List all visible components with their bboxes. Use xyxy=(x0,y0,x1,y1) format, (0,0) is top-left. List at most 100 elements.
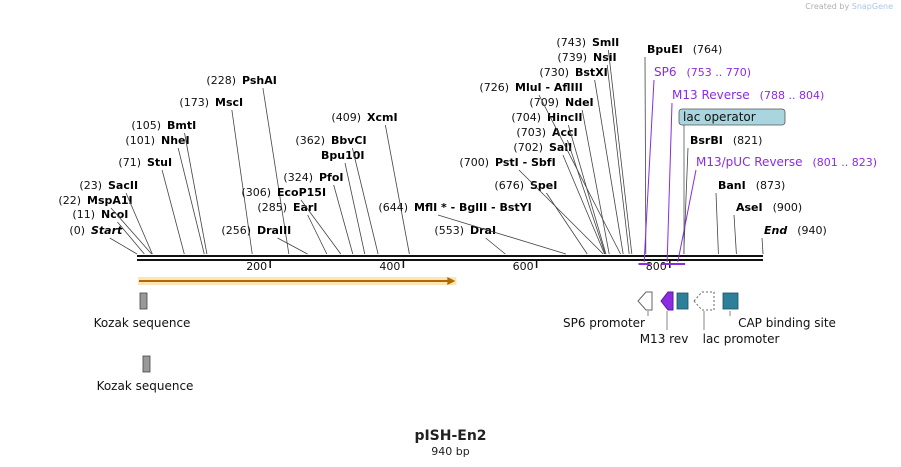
feature-lac-operator-box[interactable] xyxy=(676,292,689,310)
site-nsii[interactable]: (739)NsiI xyxy=(557,51,630,255)
site-smli[interactable]: (743) SmlI xyxy=(556,36,633,255)
site-position: (743) xyxy=(556,36,586,49)
site-position: (306) xyxy=(241,186,271,199)
site-position: (644) xyxy=(378,201,408,214)
site-psti-sbfi[interactable]: (700)PstI - SbfI xyxy=(459,156,604,255)
site-bmti[interactable]: (105)BmtI xyxy=(131,119,208,255)
lac-operator-box xyxy=(678,108,786,126)
site-name: MspA1I xyxy=(87,194,133,207)
sp6-promoter-arrow xyxy=(637,291,653,311)
lac-promoter-arrow xyxy=(693,291,715,311)
site-leader-line xyxy=(307,214,328,255)
site-leader-line xyxy=(567,139,606,255)
site-name: PstI - SbfI xyxy=(495,156,556,169)
site-position: (821) xyxy=(733,134,763,147)
site-name: MluI - AflIII xyxy=(515,81,583,94)
feature-kozak-sequence-2[interactable]: Kozak sequence xyxy=(97,355,194,393)
site-name: Start xyxy=(91,224,123,237)
site-name: PshAI xyxy=(242,74,277,87)
site-position: (22) xyxy=(58,194,81,207)
primer-m13-reverse[interactable]: M13 Reverse (788 .. 804) xyxy=(661,88,825,265)
site-ndei[interactable]: (709)NdeI xyxy=(529,96,610,255)
lac-operator-label: lac operator xyxy=(683,110,756,124)
site-mfli-bglii-bstyi[interactable]: (644)MflI * - BglII - BstYI xyxy=(378,201,567,255)
site-leader-line xyxy=(644,56,647,255)
site-name: NheI xyxy=(161,134,190,147)
feature-kozak-sequence[interactable]: Kozak sequence xyxy=(94,292,191,330)
site-asei[interactable]: AseI(900) xyxy=(733,201,802,255)
feature-lac-promoter[interactable]: lac promoter xyxy=(693,291,780,346)
site-position: (726) xyxy=(479,81,509,94)
lac-operator[interactable]: lac operator xyxy=(678,108,786,254)
primer-name: SP6 xyxy=(654,65,677,79)
site-bsrbi[interactable]: BsrBI(821) xyxy=(683,134,763,255)
site-xcmi[interactable]: (409)XcmI xyxy=(331,111,410,255)
site-msci[interactable]: (173)MscI xyxy=(179,96,253,255)
orf-arrow[interactable] xyxy=(138,277,457,285)
site-bani[interactable]: BanI(873) xyxy=(715,179,785,255)
primer-sp6[interactable]: SP6(753 .. 770) xyxy=(638,65,751,265)
site-leader-line xyxy=(594,79,624,255)
site-name: SpeI xyxy=(530,179,557,192)
site-bpu10i[interactable]: Bpu10I xyxy=(321,149,366,255)
site-leader-line xyxy=(177,147,205,255)
site-name: AseI xyxy=(736,201,763,214)
site-position: (0) xyxy=(69,224,85,237)
site-position: (553) xyxy=(434,224,464,237)
site-name: SmlI xyxy=(592,36,619,49)
site-name: PfoI xyxy=(319,171,344,184)
primer-leader xyxy=(677,169,697,263)
site-leader-line xyxy=(109,237,138,255)
site-leader-line xyxy=(562,154,605,255)
site-position: (256) xyxy=(221,224,251,237)
site-mlui-afliii[interactable]: (726) MluI - AflIII xyxy=(479,81,621,255)
site-name: BanI xyxy=(718,179,746,192)
site-bbvci[interactable]: (362)BbvCI xyxy=(295,134,379,255)
site-pfoi[interactable]: (324) PfoI xyxy=(283,171,354,255)
site-stui[interactable]: (71)StuI xyxy=(118,156,185,255)
site-sali[interactable]: (702)SalI xyxy=(513,141,605,255)
site-ncoi[interactable]: (11)NcoI xyxy=(72,208,145,255)
site-sacii[interactable]: (23)SacII xyxy=(79,179,153,255)
site-position: (703) xyxy=(516,126,546,139)
site-leader-line xyxy=(384,124,410,255)
primer-name: M13/pUC Reverse xyxy=(696,155,803,169)
feature-label: Kozak sequence xyxy=(97,379,194,393)
site-name: SalI xyxy=(549,141,572,154)
feature-label: lac promoter xyxy=(703,332,780,346)
site-name: StuI xyxy=(147,156,172,169)
site-spei[interactable]: (676)SpeI xyxy=(494,179,588,255)
site-leader-line xyxy=(715,192,719,255)
site-position: (324) xyxy=(283,171,313,184)
site-draiii[interactable]: (256)DraIII xyxy=(221,224,308,255)
site-drai[interactable]: (553)DraI xyxy=(434,224,506,255)
site-bpuei[interactable]: BpuEI(764) xyxy=(644,43,722,255)
site-mspa1i[interactable]: (22) MspA1I xyxy=(58,194,152,255)
site-leader-line xyxy=(110,207,152,255)
site-position: (730) xyxy=(539,66,569,79)
site-ecop15i[interactable]: (306)EcoP15I xyxy=(241,186,342,255)
restriction-sites: (0) Start(11)NcoI(22) MspA1I(23)SacII(71)S… xyxy=(58,36,827,255)
feature-sp6-promoter[interactable]: SP6 promoter xyxy=(563,291,653,330)
feature-cap-binding-site[interactable]: CAP binding site xyxy=(722,292,836,330)
site-end[interactable]: End(940) xyxy=(761,224,827,255)
site-position: (709) xyxy=(529,96,559,109)
site-leader-line xyxy=(683,147,689,255)
feature-m13-rev[interactable]: M13 rev xyxy=(640,291,689,346)
site-name: End xyxy=(764,224,787,237)
site-name: HincII xyxy=(547,111,583,124)
primer-m13-puc-reverse[interactable]: M13/pUC Reverse(801 .. 823) xyxy=(670,155,877,265)
site-eari[interactable]: (285)EarI xyxy=(257,201,328,255)
ruler-tick-label: 200 xyxy=(246,260,267,273)
site-leader-line xyxy=(161,169,185,255)
site-start[interactable]: (0) Start xyxy=(69,224,138,255)
site-nhei[interactable]: (101)NheI xyxy=(125,134,205,255)
site-bstxi[interactable]: (730)BstXI xyxy=(539,66,624,255)
snapgene-credit: Created by SnapGene xyxy=(805,2,893,11)
site-pshai[interactable]: (228)PshAI xyxy=(206,74,290,255)
primer-range: (788 .. 804) xyxy=(760,89,825,102)
site-name: EarI xyxy=(293,201,317,214)
primer-name: M13 Reverse xyxy=(672,88,750,102)
site-leader-line xyxy=(277,237,308,255)
